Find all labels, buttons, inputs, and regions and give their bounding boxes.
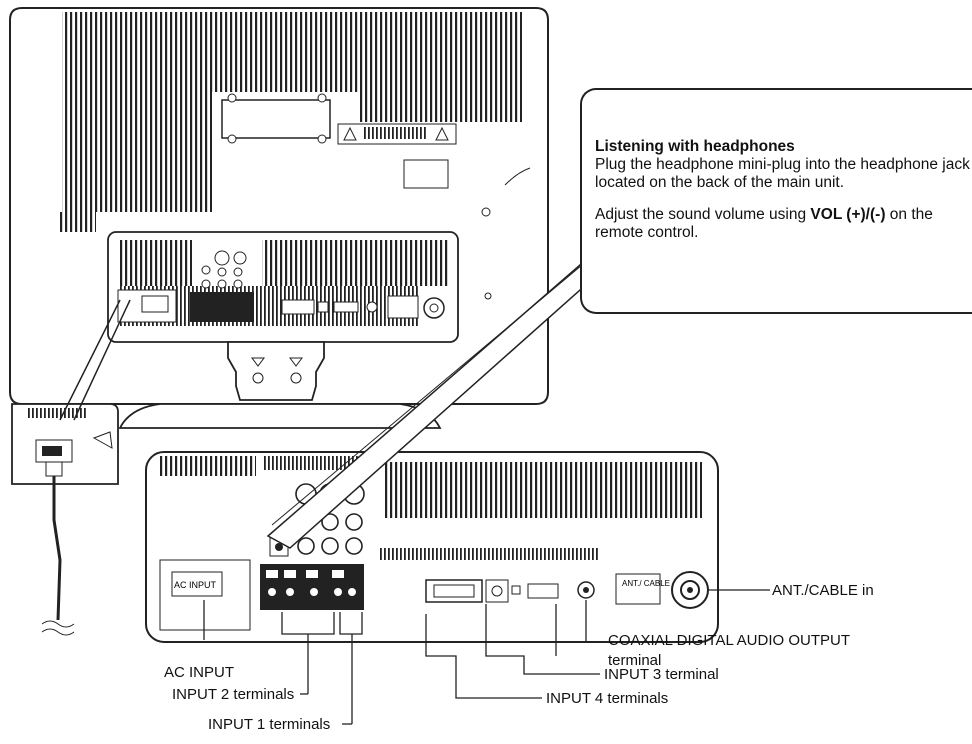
label-ac-input: AC INPUT (164, 664, 235, 681)
label-input-4: INPUT 4 terminals (546, 690, 669, 707)
callout-paragraph-1: Plug the headphone mini-plug into the he… (595, 156, 970, 191)
callout-heading: Listening with headphones (595, 138, 795, 155)
label-input-1: INPUT 1 terminals (208, 716, 331, 733)
label-ant-cable-in: ANT./CABLE in (772, 582, 874, 599)
ac-input-plate-text: AC INPUT (174, 580, 217, 590)
input-3-hdmi-port (527, 583, 559, 599)
ac-input-socket (171, 571, 223, 597)
leader-lines (203, 589, 770, 725)
label-input-2: INPUT 2 terminals (172, 686, 295, 703)
label-coaxial-line2: terminal (608, 652, 662, 669)
wall-mount-plate (221, 99, 331, 139)
callout-paragraph-2: Adjust the sound volume using VOL (+)/(-… (595, 206, 972, 242)
tv-rear-body (9, 7, 549, 429)
callout-paragraph-2-text: Adjust the sound volume using (595, 206, 811, 223)
ac-cord-inset (11, 299, 131, 636)
headphones-callout: Listening with headphones Plug the headp… (580, 88, 972, 314)
callout-paragraph-2-end: on the remote control. (595, 206, 933, 241)
label-input-3: INPUT 3 terminal (604, 666, 719, 683)
ant-cable-plate-text: ANT./ CABLE (622, 579, 670, 588)
top-vent (62, 12, 522, 92)
vol-button-name: VOL (+)/(-) (810, 206, 886, 223)
terminal-panel-enlarged: AC INPUT ANT./ CABLE (145, 451, 719, 643)
label-coaxial-line1: COAXIAL DIGITAL AUDIO OUTPUT (608, 632, 850, 649)
